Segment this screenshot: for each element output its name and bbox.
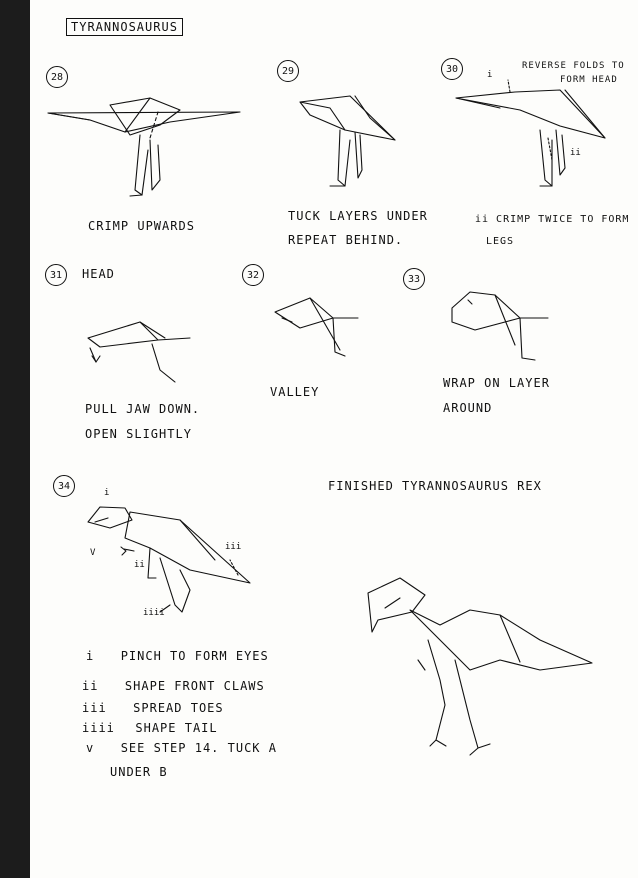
step-32-caption: VALLEY (270, 385, 320, 399)
step-33-figure (451, 291, 549, 361)
instruction-marker: iiii (82, 721, 115, 735)
step-28-figure (47, 97, 241, 197)
step-number-30: 30 (441, 58, 463, 80)
step-31-caption-line-1: PULL JAW DOWN. (85, 402, 201, 416)
instruction-marker: v (86, 741, 95, 755)
instruction-item: iii SPREAD TOES (82, 701, 224, 716)
step-30-caption-line-2: LEGS (486, 236, 515, 247)
step-29-figure (299, 95, 396, 187)
step-31-label: HEAD (82, 267, 115, 281)
instruction-item: UNDER B (110, 765, 168, 780)
instruction-item: ii SHAPE FRONT CLAWS (82, 679, 265, 694)
step-34-figure (87, 506, 251, 613)
step-number-32: 32 (242, 264, 264, 286)
step-28-caption: CRIMP UPWARDS (88, 219, 195, 233)
step-34-marker-v: V (90, 548, 96, 558)
instruction-item: iiii SHAPE TAIL (82, 721, 218, 736)
instruction-marker: iii (82, 701, 107, 715)
step-33-caption-line-2: AROUND (443, 401, 493, 415)
instruction-marker: i (86, 649, 95, 663)
instruction-item: i PINCH TO FORM EYES (86, 649, 269, 664)
finished-label: FINISHED TYRANNOSAURUS REX (328, 479, 542, 493)
finished-trex-figure (367, 577, 593, 756)
step-31-caption-line-2: OPEN SLIGHTLY (85, 427, 192, 441)
step-34-marker-iii: iii (225, 542, 242, 552)
instruction-marker: ii (82, 679, 99, 693)
step-number-29: 29 (277, 60, 299, 82)
step-29-caption-line-1: TUCK LAYERS UNDER (288, 209, 428, 223)
step-30-figure (455, 79, 606, 187)
step-number-33: 33 (403, 268, 425, 290)
instruction-text: PINCH TO FORM EYES (120, 649, 269, 663)
instruction-text: UNDER B (110, 765, 168, 779)
step-number-28: 28 (46, 66, 68, 88)
instruction-text: SPREAD TOES (133, 701, 224, 715)
instruction-text: SHAPE FRONT CLAWS (124, 679, 265, 693)
step-number-34: 34 (53, 475, 75, 497)
step-32-figure (274, 297, 359, 357)
step-31-figure (87, 321, 191, 383)
instruction-text: SHAPE TAIL (135, 721, 218, 735)
step-30-note-line-2: FORM HEAD (560, 75, 618, 85)
step-30-caption-line-1: ii CRIMP TWICE TO FORM (475, 214, 630, 225)
instruction-item: v SEE STEP 14. TUCK A (86, 741, 277, 756)
page-binding-edge (0, 0, 30, 878)
step-34-marker-i: i (104, 488, 110, 498)
step-34-marker-iiii: iiii (143, 608, 165, 618)
step-34-marker-ii: ii (134, 560, 145, 570)
step-30-marker-ii: ii (570, 148, 581, 158)
step-30-marker-i: i (487, 70, 493, 80)
step-number-31: 31 (45, 264, 67, 286)
diagram-title: TYRANNOSAURUS (66, 18, 183, 36)
step-29-caption-line-2: REPEAT BEHIND. (288, 233, 404, 247)
step-30-note-line-1: REVERSE FOLDS TO (522, 61, 625, 71)
diagram-page (30, 0, 638, 878)
instruction-text: SEE STEP 14. TUCK A (120, 741, 277, 755)
step-33-caption-line-1: WRAP ON LAYER (443, 376, 550, 390)
